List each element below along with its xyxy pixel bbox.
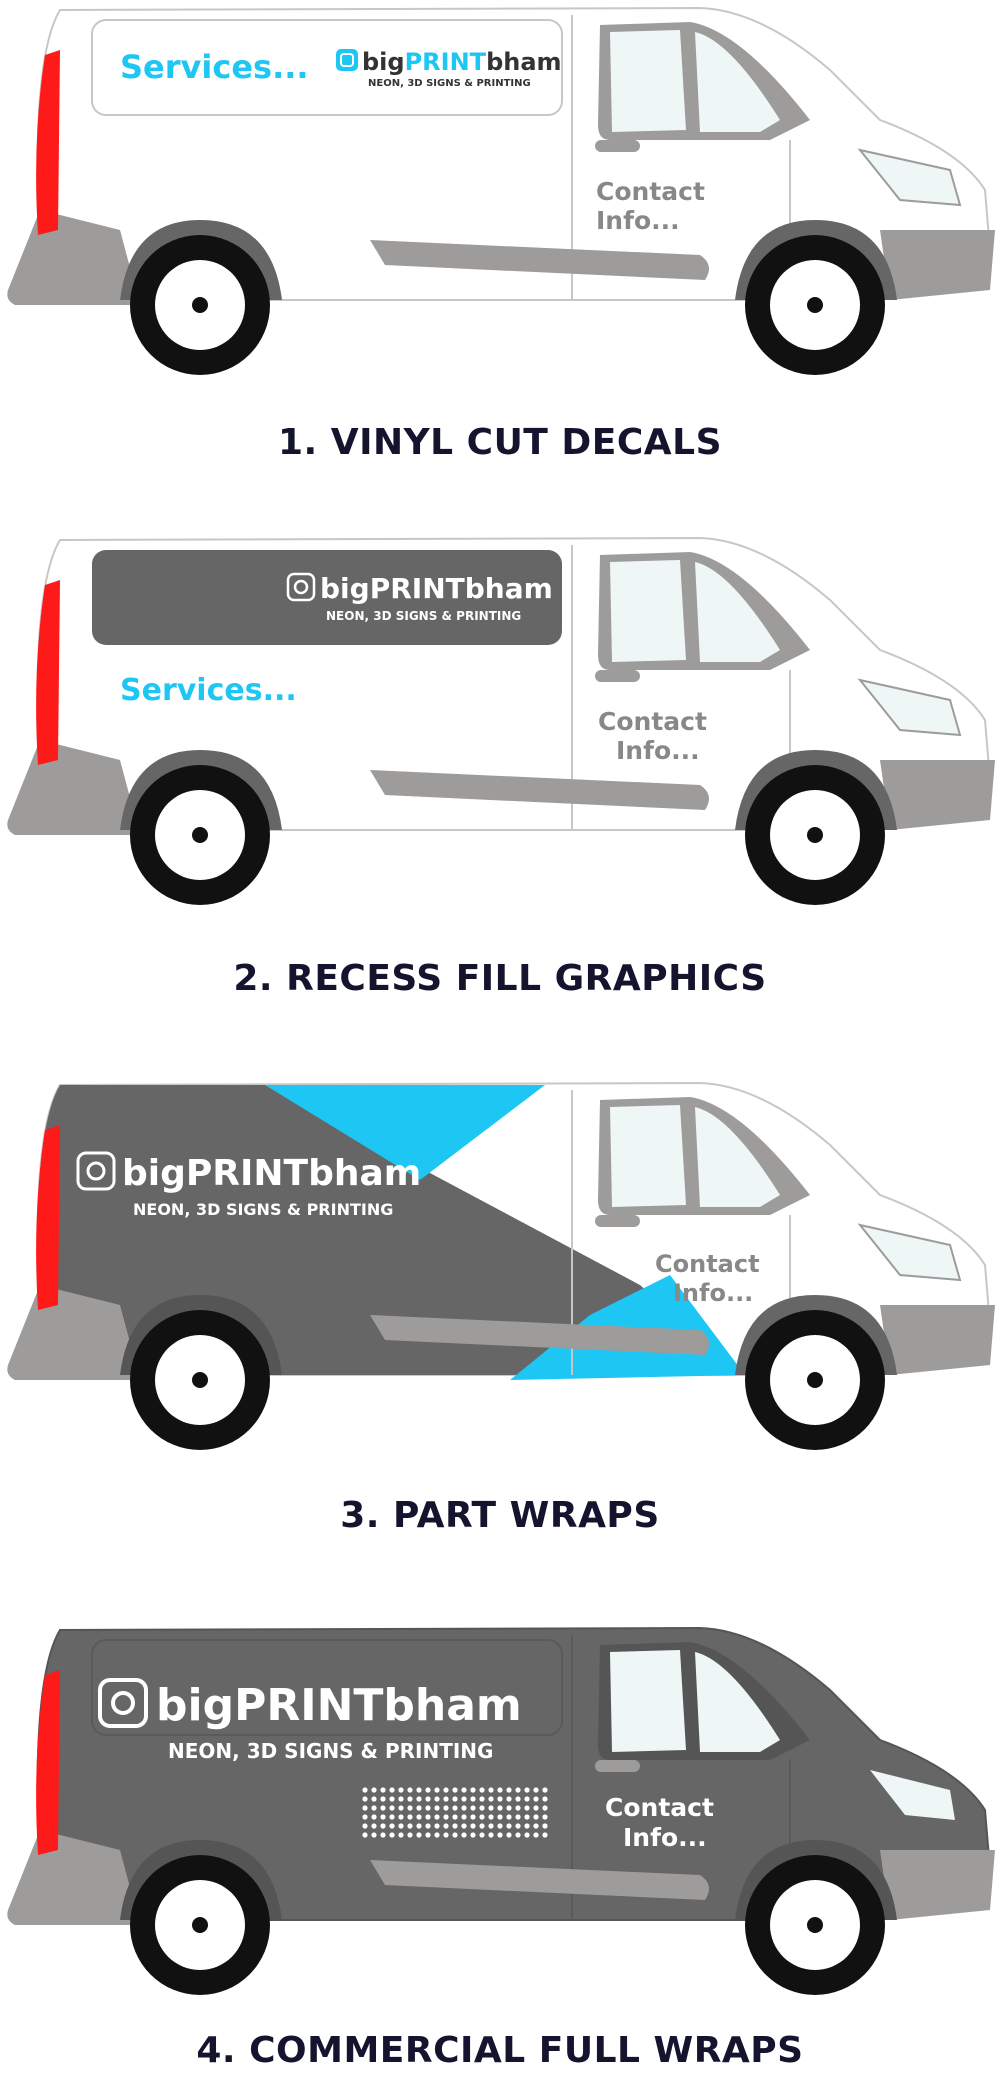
caption-recess-fill-graphics: 2. RECESS FILL GRAPHICS [233,958,767,999]
brand-logo: bigPRINTbham [320,572,553,605]
brand-big: big [156,1680,234,1731]
services-label: Services... [120,673,297,708]
brand-big: big [362,48,405,76]
instagram-icon [286,572,316,602]
contact-line-2: Info... [616,736,700,765]
caption-vinyl-cut-decals: 1. VINYL CUT DECALS [277,422,723,463]
brand-bham: bham [465,572,553,605]
brand-tagline: NEON, 3D SIGNS & PRINTING [168,1739,493,1763]
brand-big: big [122,1153,186,1194]
van-panel-recess-fill: bigPRINTbham NEON, 3D SIGNS & PRINTING S… [0,530,1000,1010]
contact-line-2: Info... [673,1279,753,1307]
van-panel-full-wraps: bigPRINTbham NEON, 3D SIGNS & PRINTING C… [0,1620,1000,2074]
brand-print: PRINT [186,1153,309,1194]
brand-print: PRINT [405,48,487,76]
contact-line-1: Contact [605,1793,714,1822]
van-illustration: bigPRINTbham NEON, 3D SIGNS & PRINTING C… [7,1081,995,1450]
instagram-icon [336,49,358,71]
contact-line-1: Contact [655,1250,760,1278]
brand-print: PRINT [234,1680,383,1731]
brand-logo: bigPRINTbham [362,48,562,76]
caption-commercial-full-wraps: 4. COMMERCIAL FULL WRAPS [196,2030,804,2071]
brand-tagline: NEON, 3D SIGNS & PRINTING [133,1200,393,1219]
van-illustration: bigPRINTbham NEON, 3D SIGNS & PRINTING S… [7,536,995,905]
brand-logo: bigPRINTbham [156,1680,522,1731]
van-panel-vinyl-cut-decals: Services... bigPRINTbham NEON, 3D SIGNS … [0,0,1000,480]
instagram-icon [98,1678,148,1728]
contact-line-2: Info... [623,1823,707,1852]
services-label: Services... [120,48,309,86]
brand-print: PRINT [370,572,465,605]
contact-line-1: Contact [598,707,707,736]
van-illustration: Services... bigPRINTbham NEON, 3D SIGNS … [7,6,995,375]
dot-pattern [362,1787,548,1838]
brand-bham: bham [308,1153,421,1194]
brand-bham: bham [383,1680,521,1731]
instagram-icon [76,1151,116,1191]
brand-tagline: NEON, 3D SIGNS & PRINTING [368,78,531,89]
van-panel-part-wraps: bigPRINTbham NEON, 3D SIGNS & PRINTING C… [0,1075,1000,1555]
contact-line-2: Info... [596,206,680,235]
brand-bham: bham [486,48,561,76]
van-illustration: bigPRINTbham NEON, 3D SIGNS & PRINTING C… [7,1626,995,1995]
brand-big: big [320,572,370,605]
contact-line-1: Contact [596,177,705,206]
brand-logo: bigPRINTbham [122,1153,421,1194]
caption-part-wraps: 3. PART WRAPS [340,1495,660,1536]
brand-tagline: NEON, 3D SIGNS & PRINTING [326,609,521,623]
